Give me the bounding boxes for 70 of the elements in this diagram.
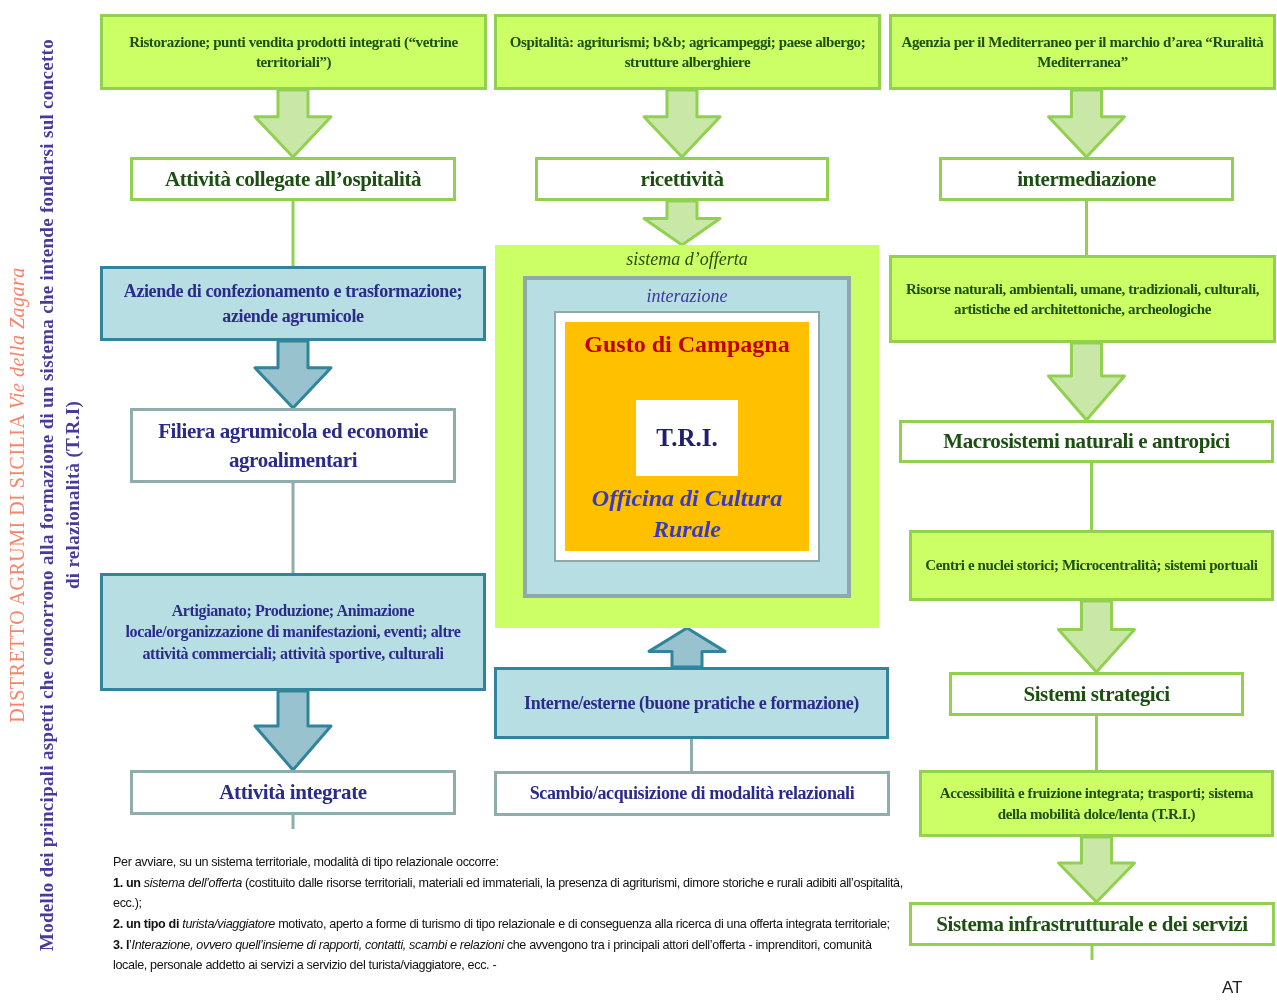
subtitle: Modello dei principali aspetti che concorrono alla formazione di un sistema che intende fondarsi sul concetto di relazionalità (T.R.I) bbox=[35, 37, 84, 954]
node-text: Artigianato; Produzione; Animazione locale/organizzazione di manifestazioni, eventi; altre attività commerciali; attività sportive, culturali bbox=[124, 600, 462, 665]
node-text: Filiera agrumicola ed economie agroalimentari bbox=[157, 418, 429, 474]
node-text: Macrosistemi naturali e antropici bbox=[943, 428, 1230, 456]
process-box bbox=[100, 14, 487, 90]
offer-system-panel bbox=[495, 245, 879, 628]
core-box bbox=[556, 313, 818, 560]
note-text: Per avviare, su un sistema territoriale, modalità di tipo relazionale occorre: bbox=[113, 854, 500, 871]
node-text: T.R.I. bbox=[656, 423, 718, 454]
block-arrow bbox=[647, 626, 727, 669]
process-box bbox=[919, 770, 1274, 837]
connector-line bbox=[291, 201, 295, 266]
process-box bbox=[494, 14, 881, 90]
node-text: Ospitalità: agriturismi; b&b; agricampeggi; paese albergo; strutture alberghiere bbox=[508, 32, 867, 72]
block-arrow bbox=[1047, 88, 1126, 159]
process-box bbox=[130, 408, 456, 483]
node-text: Scambio/acquisizione di modalità relazionali bbox=[529, 782, 855, 806]
node-text: Aziende di confezionamento e trasformazione; aziende agrumicole bbox=[122, 280, 464, 328]
block-arrow bbox=[642, 88, 722, 159]
node-text: Attività collegate all’ospitalità bbox=[164, 165, 422, 193]
process-box bbox=[899, 420, 1274, 463]
node-text: ricettività bbox=[640, 165, 724, 193]
process-box bbox=[494, 667, 889, 739]
connector-line bbox=[291, 815, 295, 829]
node-text: Centri e nuclei storici; Microcentralità; sistemi portuali bbox=[925, 556, 1258, 576]
connector-line bbox=[1085, 201, 1088, 255]
node-text: sistema d’offerta bbox=[625, 248, 749, 271]
connector-line bbox=[690, 739, 693, 771]
process-box bbox=[100, 266, 486, 341]
node-text: intermediazione bbox=[1017, 165, 1156, 193]
process-box bbox=[130, 157, 456, 201]
note-text: 3. l’Interazione, ovvero quell’insieme di rapporti, contatti, scambi e relazioni che avvengono tra i principali attori dell’offerta - imprenditori, comunità locale, personale addetto ai servizi a servizio del turista/viaggiatore, ecc. - bbox=[113, 937, 873, 974]
block-arrow bbox=[253, 689, 333, 772]
node-text: interazione bbox=[645, 285, 729, 308]
note-text: 2. un tipo di turista/viaggiatore motivato, aperto a forme di turismo di tipo relazionale e di conseguenza alla ricerca di una offerta integrata territoriale; bbox=[113, 916, 891, 933]
process-box bbox=[535, 157, 829, 201]
node-text: Officina di Cultura Rurale bbox=[590, 483, 784, 544]
interaction-panel bbox=[523, 276, 851, 598]
node-text: Interne/esterne (buone pratiche e formazione) bbox=[524, 691, 859, 715]
block-arrow bbox=[253, 88, 333, 159]
note-text: 1. un sistema dell’offerta (costituito dalle risorse territoriali, materiali ed immateriali, la presenza di agriturismi, dimore storiche e rurali adibiti all’ospitalità, ecc.); bbox=[113, 875, 903, 912]
process-box bbox=[494, 771, 890, 816]
node-text: Agenzia per il Mediterraneo per il marchio d’area “Ruralità Mediterranea” bbox=[900, 32, 1265, 72]
block-arrow bbox=[1057, 835, 1136, 904]
node-text: Ristorazione; punti vendita prodotti integrati (“vetrine territoriali”) bbox=[128, 32, 459, 72]
node-text: Risorse naturali, ambientali, umane, tradizionali, culturali, artistiche ed architettoniche, archeologiche bbox=[904, 279, 1261, 319]
connector-line bbox=[291, 483, 295, 573]
process-box bbox=[889, 14, 1276, 90]
corner-label: AT bbox=[1222, 978, 1243, 998]
block-arrow bbox=[1047, 341, 1126, 422]
process-box bbox=[909, 902, 1275, 946]
connector-line bbox=[1095, 716, 1098, 770]
process-box bbox=[100, 573, 486, 691]
node-text: Attività integrate bbox=[219, 779, 367, 807]
process-box bbox=[939, 157, 1234, 201]
node-text: Sistema infrastrutturale e dei servizi bbox=[936, 910, 1248, 938]
core-label-box bbox=[636, 400, 738, 476]
connector-line bbox=[1090, 463, 1093, 530]
process-box bbox=[130, 770, 456, 815]
node-text: Sistemi strategici bbox=[1023, 680, 1170, 708]
node-text: Accessibilità e fruizione integrata; trasporti; sistema della mobilità dolce/lenta (T.R.I.) bbox=[938, 784, 1255, 824]
block-arrow bbox=[642, 199, 722, 247]
title: DISTRETTO AGRUMI DI SICILIA Vie della Zagara bbox=[5, 266, 30, 725]
connector-line bbox=[1090, 946, 1094, 960]
block-arrow bbox=[253, 339, 333, 410]
process-box bbox=[889, 255, 1276, 343]
block-arrow bbox=[1057, 599, 1136, 674]
process-box bbox=[909, 530, 1274, 601]
process-box bbox=[949, 672, 1244, 716]
node-text: Gusto di Campagna bbox=[583, 330, 791, 359]
